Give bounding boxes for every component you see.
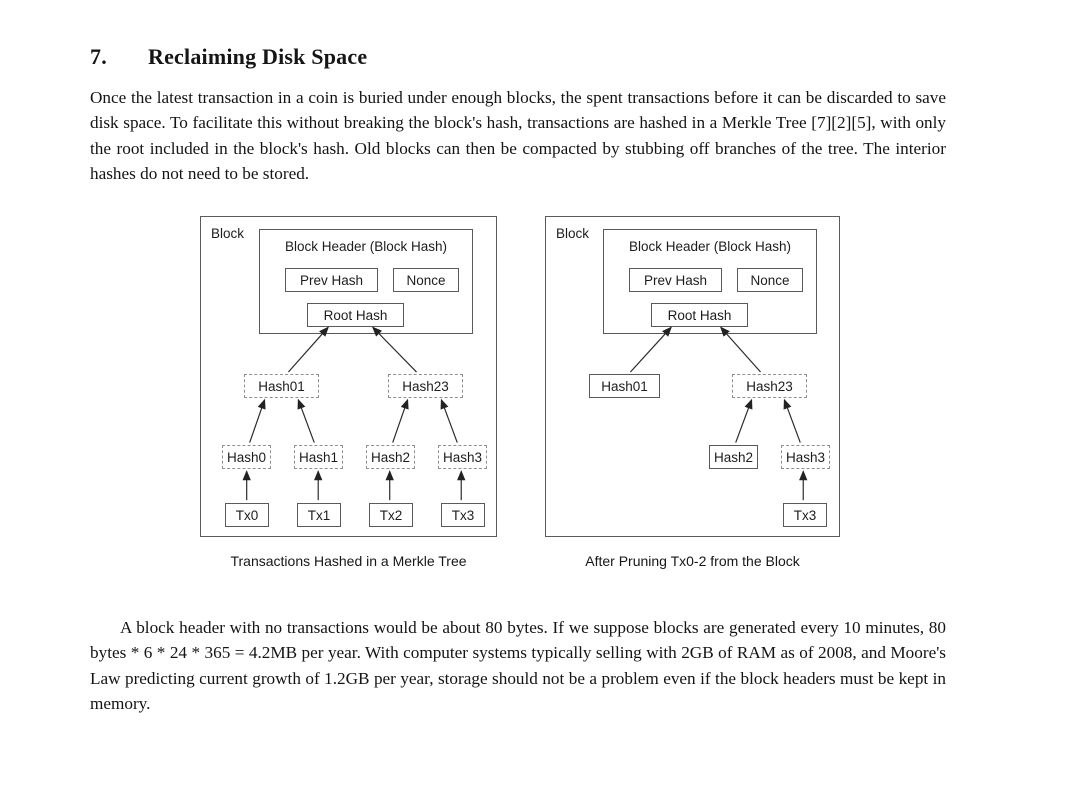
- prev-hash-box: Prev Hash: [629, 268, 722, 292]
- root-hash-box: Root Hash: [651, 303, 748, 327]
- hash3-box: Hash3: [438, 445, 487, 469]
- section-heading: 7. Reclaiming Disk Space: [90, 44, 950, 70]
- arrow-hash0-hash01: [249, 398, 266, 443]
- nonce-box: Nonce: [737, 268, 803, 292]
- arrow-hash23-root: [372, 326, 417, 373]
- arrow-hash3-hash23: [440, 398, 458, 443]
- figure-merkle-tree: Block Block Header (Block Hash) Prev Has…: [200, 216, 497, 537]
- figure-caption-left: Transactions Hashed in a Merkle Tree: [230, 553, 467, 569]
- block-header-title: Block Header (Block Hash): [628, 239, 792, 254]
- block-header-box: Block Header (Block Hash) Prev Hash Nonc…: [259, 229, 473, 334]
- tx2-box: Tx2: [369, 503, 413, 527]
- tx3-box: Tx3: [441, 503, 485, 527]
- figure-caption-right: After Pruning Tx0-2 from the Block: [585, 553, 800, 569]
- arrow-hash3-hash23: [783, 398, 801, 443]
- root-hash-box: Root Hash: [307, 303, 404, 327]
- hash23-box: Hash23: [732, 374, 807, 398]
- nonce-box: Nonce: [393, 268, 459, 292]
- tx0-box: Tx0: [225, 503, 269, 527]
- tx3-box: Tx3: [783, 503, 827, 527]
- section-number: 7.: [90, 44, 107, 70]
- prev-hash-box: Prev Hash: [285, 268, 378, 292]
- arrow-hash2-hash23: [392, 398, 409, 443]
- hash01-box: Hash01: [589, 374, 660, 398]
- arrow-hash01-root: [287, 326, 329, 373]
- hash1-box: Hash1: [294, 445, 343, 469]
- body-paragraph-1: Once the latest transaction in a coin is…: [90, 88, 946, 184]
- section-title: Reclaiming Disk Space: [148, 44, 368, 70]
- hash2-box: Hash2: [709, 445, 758, 469]
- figure-pruned-tree: Block Block Header (Block Hash) Prev Has…: [545, 216, 840, 537]
- block-label: Block: [211, 226, 245, 241]
- hash3-box: Hash3: [781, 445, 830, 469]
- hash2-box: Hash2: [366, 445, 415, 469]
- arrow-hash01-root: [629, 326, 672, 373]
- arrow-hash23-root: [720, 326, 761, 373]
- arrow-hash1-hash01: [297, 398, 315, 443]
- block-label: Block: [556, 226, 590, 241]
- arrow-hash2-hash23: [735, 398, 753, 443]
- block-header-title: Block Header (Block Hash): [284, 239, 448, 254]
- hash23-box: Hash23: [388, 374, 463, 398]
- body-paragraph-2: A block header with no transactions woul…: [90, 618, 946, 714]
- figures-area: Block Block Header (Block Hash) Prev Has…: [0, 216, 1080, 584]
- hash01-box: Hash01: [244, 374, 319, 398]
- tx1-box: Tx1: [297, 503, 341, 527]
- hash0-box: Hash0: [222, 445, 271, 469]
- block-header-box: Block Header (Block Hash) Prev Hash Nonc…: [603, 229, 817, 334]
